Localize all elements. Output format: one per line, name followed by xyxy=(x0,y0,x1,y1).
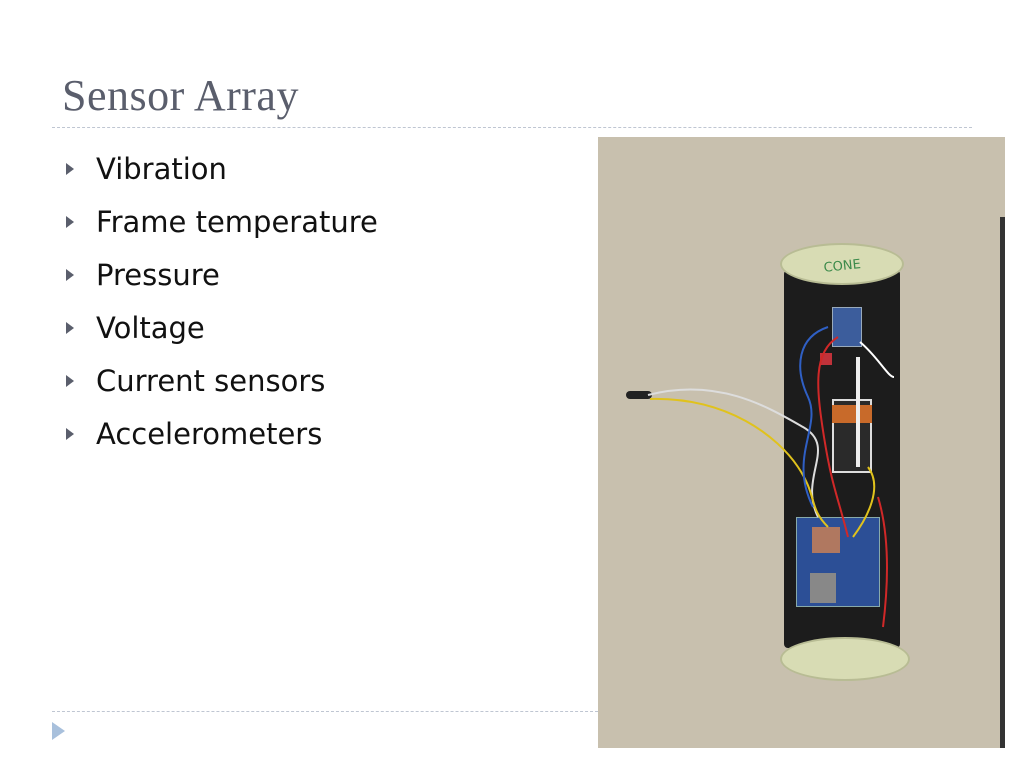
triangle-bullet-icon xyxy=(66,215,74,228)
bullet-item-accelerometers: Accelerometers xyxy=(62,407,378,460)
next-slide-arrow-icon[interactable] xyxy=(52,722,65,740)
sd-card-slot xyxy=(810,573,836,603)
bullet-list: Vibration Frame temperature Pressure Vol… xyxy=(62,142,378,460)
bullet-text: Current sensors xyxy=(96,363,326,398)
cap-label: CONE xyxy=(823,257,862,276)
bullet-text: Frame temperature xyxy=(96,204,378,239)
wiring xyxy=(647,326,895,628)
slide-title: Sensor Array xyxy=(62,71,299,120)
support-rod xyxy=(856,357,860,467)
title-divider xyxy=(52,127,972,128)
cap-label-svg: CONE xyxy=(823,257,862,276)
bullet-text: Vibration xyxy=(96,151,227,186)
top-end-cap: CONE xyxy=(780,243,904,285)
bullet-item-voltage: Voltage xyxy=(62,301,378,354)
bottom-end-cap xyxy=(780,637,910,681)
triangle-bullet-icon xyxy=(66,268,74,281)
bullet-item-pressure: Pressure xyxy=(62,248,378,301)
bullet-text: Pressure xyxy=(96,257,220,292)
bullet-item-vibration: Vibration xyxy=(62,142,378,195)
sensor-lead xyxy=(626,391,652,399)
battery-label-band xyxy=(832,405,872,423)
bullet-item-frame-temperature: Frame temperature xyxy=(62,195,378,248)
triangle-bullet-icon xyxy=(66,427,74,440)
photo-shadow-edge xyxy=(1000,217,1005,748)
footer-divider xyxy=(52,711,598,712)
triangle-bullet-icon xyxy=(66,374,74,387)
triangle-bullet-icon xyxy=(66,162,74,175)
bullet-text: Accelerometers xyxy=(96,416,323,451)
bullet-text: Voltage xyxy=(96,310,205,345)
triangle-bullet-icon xyxy=(66,321,74,334)
radio-module xyxy=(832,307,862,347)
bullet-item-current-sensors: Current sensors xyxy=(62,354,378,407)
sensor-array-photo: CONE xyxy=(598,137,1005,748)
proto-shield xyxy=(812,527,840,553)
